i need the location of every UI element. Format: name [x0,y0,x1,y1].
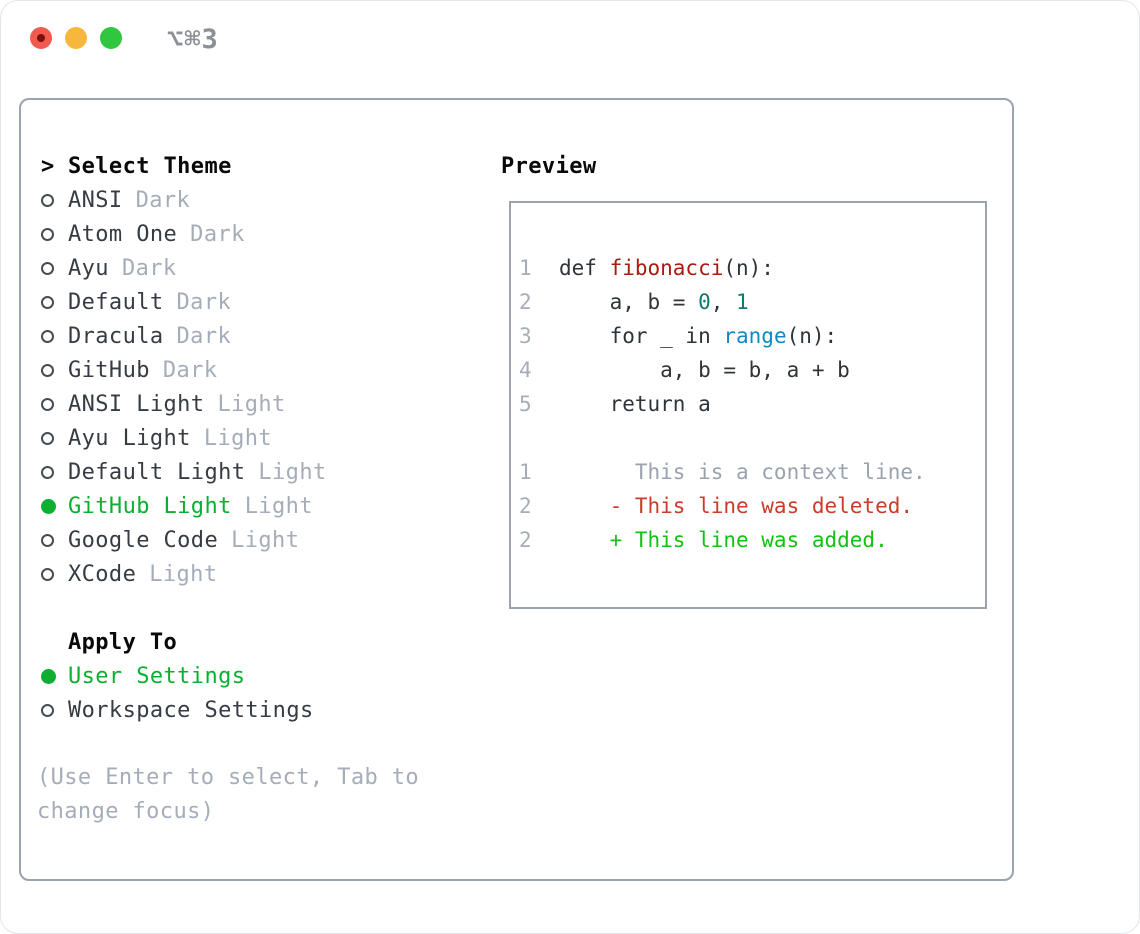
select-theme-title: Select Theme [68,153,232,179]
radio-selected-icon [41,668,56,684]
theme-name: ANSI [68,187,123,213]
theme-option-default-light[interactable]: Default Light Light [41,455,491,489]
radio-icon [41,431,54,445]
theme-option-default-dark[interactable]: Default Dark [41,285,491,319]
theme-variant: Dark [135,187,191,213]
keyboard-hint: (Use Enter to select, Tab to change focu… [37,765,420,824]
theme-name: Default Light [68,459,246,485]
theme-name: Default [68,289,164,315]
theme-option-ayu-light[interactable]: Ayu Light Light [41,421,491,455]
theme-name: Ayu Light [68,425,191,451]
select-theme-header: > Select Theme [41,149,491,183]
radio-icon [41,193,54,207]
close-button[interactable] [30,27,52,49]
theme-option-xcode[interactable]: XCode Light [41,557,491,591]
code-line: 3 for _ in range(n): [519,324,838,348]
line-number: 3 [519,324,532,348]
theme-variant: Dark [176,323,232,349]
theme-name: ANSI Light [68,391,205,417]
blank-line [519,421,985,455]
apply-option-user-settings[interactable]: User Settings [41,659,491,693]
window-title: ⌥⌘3 [167,24,219,55]
theme-name: Ayu [68,255,109,281]
line-number: 4 [519,358,532,382]
apply-to-header: Apply To [41,625,491,659]
line-number: 2 [519,290,532,314]
theme-option-google-code[interactable]: Google Code Light [41,523,491,557]
radio-icon [41,567,54,581]
theme-option-ansi-dark[interactable]: ANSI Dark [41,183,491,217]
minimize-button[interactable] [65,27,87,49]
close-dot-icon [37,34,45,42]
code-line: 2 a, b = 0, 1 [519,290,749,314]
theme-variant: Dark [162,357,218,383]
theme-variant: Dark [121,255,177,281]
preview-box: 1 def fibonacci(n): 2 a, b = 0, 1 3 for … [509,201,987,609]
theme-name: Dracula [68,323,164,349]
radio-selected-icon [41,498,56,514]
theme-option-github-light[interactable]: GitHub Light Light [41,489,491,523]
theme-variant: Light [203,425,273,451]
radio-icon [41,703,54,717]
theme-option-ansi-light[interactable]: ANSI Light Light [41,387,491,421]
theme-picker-panel: > Select Theme ANSI Dark Atom One Dark A… [19,98,1014,881]
diff-deleted-text: - This line was deleted. [559,494,914,518]
theme-option-ayu-dark[interactable]: Ayu Dark [41,251,491,285]
theme-option-atom-one-dark[interactable]: Atom One Dark [41,217,491,251]
radio-icon [41,295,54,309]
line-number: 5 [519,392,532,416]
theme-list: > Select Theme ANSI Dark Atom One Dark A… [37,149,491,829]
apply-option-label: Workspace Settings [68,697,314,723]
diff-line-deleted: 2 - This line was deleted. [519,489,985,523]
radio-icon [41,261,54,275]
diff-context-text: This is a context line. [559,460,926,484]
theme-name: Google Code [68,527,219,553]
theme-name: GitHub Light [68,493,232,519]
line-number: 2 [519,494,532,518]
theme-name: XCode [68,561,137,587]
radio-icon [41,363,54,377]
apply-option-label: User Settings [68,663,246,689]
line-number: 1 [519,256,532,280]
code-line: 4 a, b = b, a + b [519,358,850,382]
apply-to-title: Apply To [68,629,178,655]
radio-icon [41,329,54,343]
theme-name: Atom One [68,221,178,247]
radio-icon [41,533,54,547]
theme-variant: Light [149,561,218,587]
theme-variant: Light [244,493,313,519]
code-line: 1 def fibonacci(n): [519,256,774,280]
theme-option-dracula-dark[interactable]: Dracula Dark [41,319,491,353]
apply-option-workspace-settings[interactable]: Workspace Settings [41,693,491,727]
theme-name: GitHub [68,357,150,383]
theme-variant: Dark [176,289,232,315]
zoom-button[interactable] [100,27,122,49]
diff-line-context: 1 This is a context line. [519,455,985,489]
code-line: 5 return a [519,392,711,416]
line-number: 1 [519,460,532,484]
diff-line-added: 2 + This line was added. [519,523,985,557]
theme-variant: Dark [190,221,245,247]
radio-icon [41,465,54,479]
theme-variant: Light [231,527,300,553]
diff-added-text: + This line was added. [559,528,888,552]
preview-title: Preview [501,153,597,179]
theme-option-github-dark[interactable]: GitHub Dark [41,353,491,387]
theme-variant: Light [217,391,286,417]
theme-variant: Light [258,459,327,485]
line-number: 2 [519,528,532,552]
focus-chevron-icon: > [41,153,55,179]
title-bar: ⌥⌘3 [1,1,1139,98]
radio-icon [41,397,54,411]
radio-icon [41,227,54,241]
